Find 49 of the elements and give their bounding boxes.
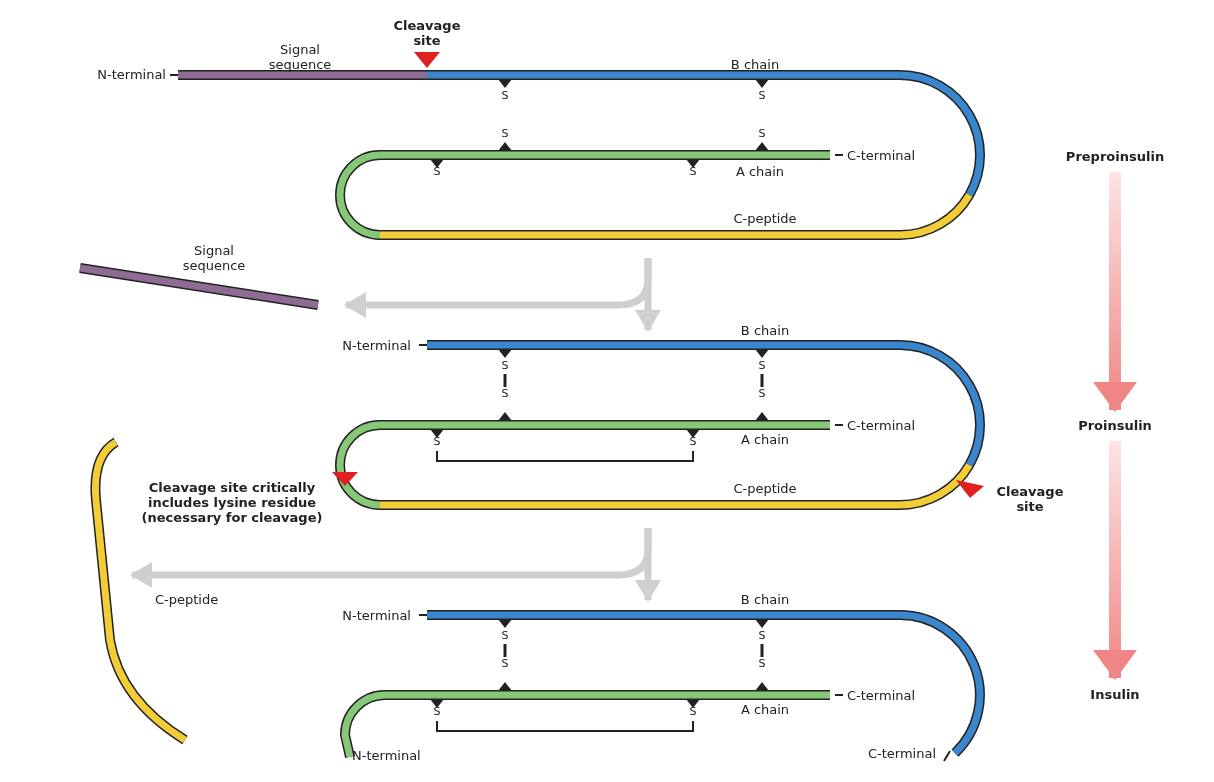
segment-label: Signal sequence [181,243,247,273]
insulin-chain-drawing [340,610,985,762]
terminal-label: N-terminal [342,338,411,353]
segment-label: C-peptide [733,481,797,496]
segment-label: C-peptide [155,592,219,607]
sulfur-label: S [501,90,509,102]
sulfur-label: S [433,436,441,448]
segment-label: C-peptide [733,211,797,226]
chain-label: B chain [740,323,790,338]
sulfur-label: S [501,128,509,140]
chain-label: B chain [730,57,780,72]
sulfur-label: S [501,388,509,400]
chain-label: A chain [735,164,785,179]
arrow [1093,441,1137,680]
sulfur-label: S [758,388,766,400]
sulfur-label: S [689,436,697,448]
terminal-label: C-terminal [847,148,916,163]
sulfur-label: S [689,706,697,718]
sulfur-label: S [758,90,766,102]
site-label: Cleavage site [392,18,462,48]
proinsulin-chain-drawing [335,340,985,510]
sulfur-label: S [689,166,697,178]
stage-label: Insulin [1045,687,1185,702]
sulfur-label: S [758,360,766,372]
terminal-label: N-terminal [342,608,411,623]
sulfur-label: S [501,360,509,372]
terminal-label: N-terminal [97,67,166,82]
terminal-label: C-terminal [867,746,936,761]
sulfur-label: S [758,128,766,140]
chain-label: A chain [740,702,790,717]
arrow [1093,172,1137,412]
terminal-label: N-terminal [352,748,421,763]
peptide-fragment-drawing [79,263,319,310]
terminal-label: C-terminal [847,418,916,433]
note-text: Cleavage site critically includes lysine residue (necessary for cleavage) [140,480,324,525]
sulfur-label: S [501,630,509,642]
sulfur-label: S [433,706,441,718]
chain-label: A chain [740,432,790,447]
sulfur-label: S [433,166,441,178]
chain-label: B chain [740,592,790,607]
stage-label: Proinsulin [1045,418,1185,433]
sulfur-label: S [501,658,509,670]
preproinsulin-chain-drawing [169,70,985,240]
sulfur-label: S [758,630,766,642]
terminal-label: C-terminal [847,688,916,703]
site-label: Cleavage site [995,484,1065,514]
segment-label: Signal sequence [267,42,333,72]
stage-label: Preproinsulin [1045,149,1185,164]
sulfur-label: S [758,658,766,670]
